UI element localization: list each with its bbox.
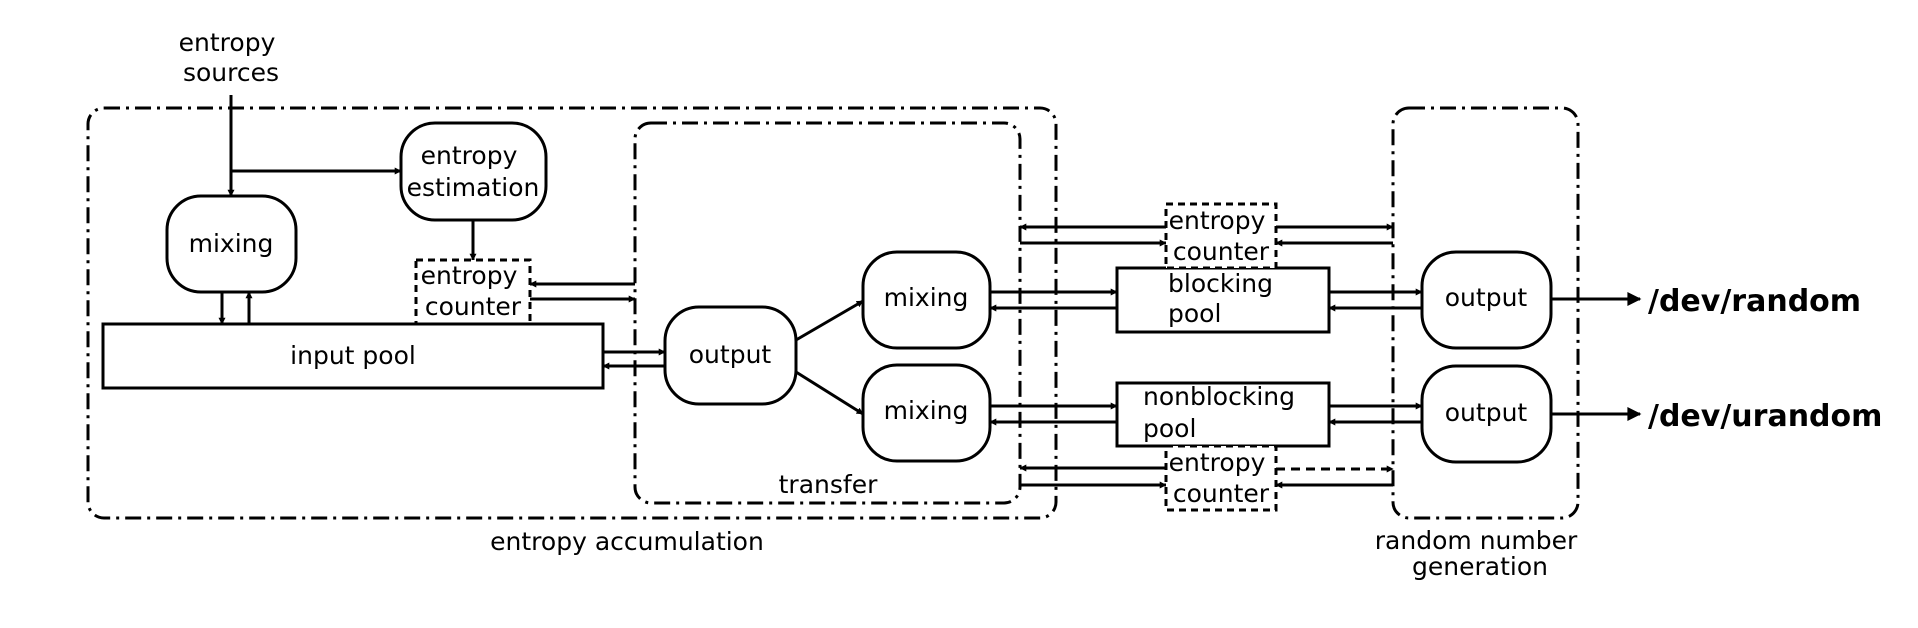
output-to-mixing-top-arrow [795,299,864,342]
blocking-pool-node: blocking pool [1115,266,1331,334]
transfer-group [633,121,1022,505]
svg-text:entropy counter: entropy counter [1169,206,1274,266]
svg-text:entropy estimation: entropy estimation [407,141,540,202]
entropy-estimation-node: entropy estimation [399,121,548,222]
svg-text:mixing: mixing [189,229,274,258]
svg-text:input pool: input pool [290,341,416,370]
svg-text:output: output [1445,398,1528,427]
transfer-label: transfer [779,470,878,499]
transfer-output-node: output [663,305,798,406]
output-to-mixing-bottom-arrow [795,370,864,416]
svg-text:output: output [689,340,772,369]
svg-text:entropy counter: entropy counter [1169,448,1274,508]
svg-text:nonblocking pool: nonblocking pool [1143,382,1303,443]
dev-random-label: /dev/random [1648,284,1861,319]
nonblocking-pool-node: nonblocking pool [1115,381,1331,448]
svg-text:mixing: mixing [884,283,969,312]
random-number-generation-label: random number generation [1375,526,1585,581]
entropy-sources-label: entropy sources [179,28,284,87]
input-mixing-node: mixing [165,194,298,294]
blocking-mixing-node: mixing [861,250,992,350]
nonblocking-mixing-node: mixing [861,363,992,463]
svg-text:blocking pool: blocking pool [1168,269,1281,328]
random-number-generation-group [1391,106,1580,520]
random-output-node: output [1420,250,1553,350]
urandom-output-node: output [1420,364,1553,464]
upper-entropy-counter-node: entropy counter [1164,202,1278,270]
dev-urandom-label: /dev/urandom [1648,399,1882,434]
lower-entropy-counter-node: entropy counter [1164,444,1278,512]
input-pool-node: input pool [101,322,605,390]
svg-text:mixing: mixing [884,396,969,425]
connectors [218,95,1642,489]
svg-text:output: output [1445,283,1528,312]
entropy-accumulation-label: entropy accumulation [490,527,764,556]
svg-text:entropy counter: entropy counter [421,261,526,321]
input-entropy-counter-node: entropy counter [414,258,532,326]
entropy-accumulation-group [86,106,1058,520]
